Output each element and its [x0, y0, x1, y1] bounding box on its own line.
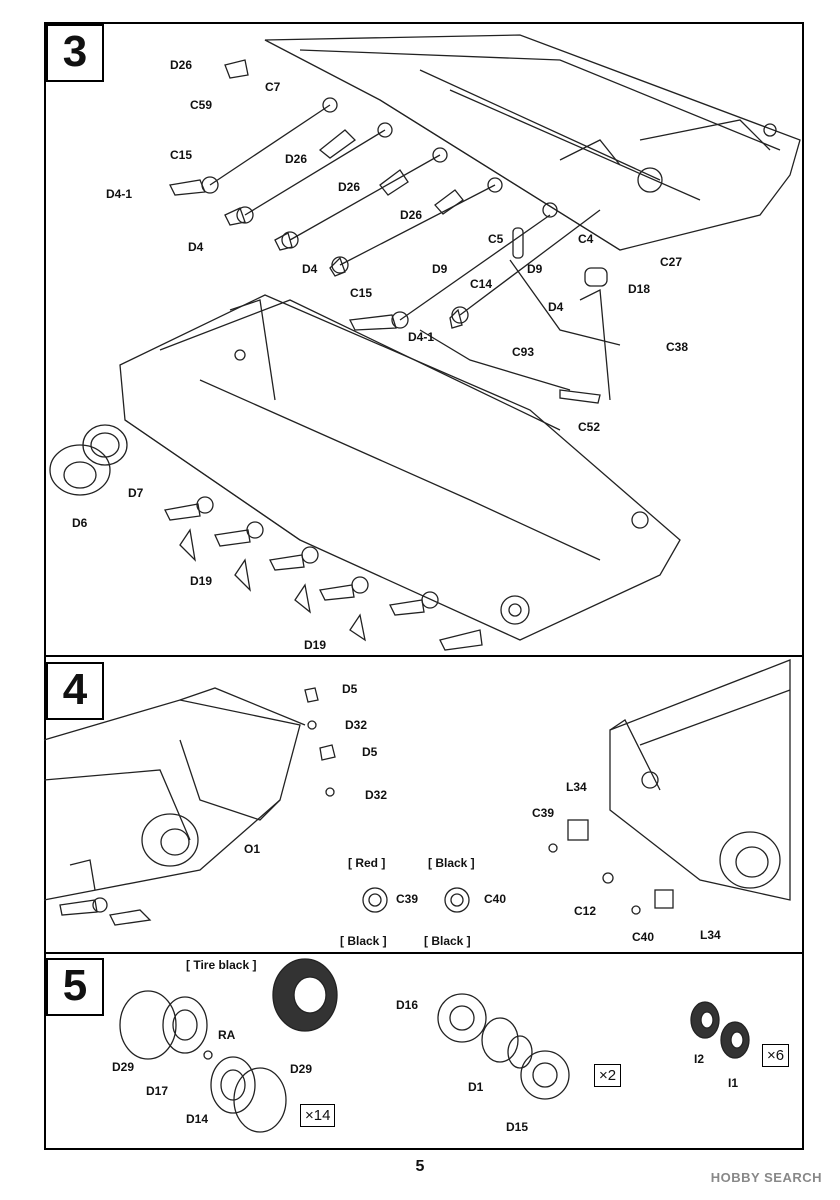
- label-l34: L34: [566, 780, 587, 794]
- label-d4: D4: [188, 240, 204, 254]
- label-d15: D15: [506, 1120, 529, 1134]
- lamp-parts-drawing: [362, 887, 470, 913]
- label-c15: C15: [350, 286, 373, 300]
- label-d6: D6: [72, 516, 88, 530]
- step-3-number: 3: [46, 24, 104, 82]
- page-frame: [44, 22, 804, 1150]
- color-callout-red: [ Red ]: [348, 856, 386, 870]
- label-d19: D19: [190, 574, 213, 588]
- color-callout-black: [ Black ]: [424, 934, 471, 948]
- label-c93: C93: [512, 345, 535, 359]
- label-d1: D1: [468, 1080, 484, 1094]
- label-d9: D9: [527, 262, 543, 276]
- label-c39: C39: [396, 892, 419, 906]
- label-d17: D17: [146, 1084, 169, 1098]
- step-5-number: 5: [46, 958, 104, 1016]
- watermark-logo: HOBBY SEARCH: [710, 1170, 822, 1185]
- label-d7: D7: [128, 486, 144, 500]
- label-d32: D32: [345, 718, 368, 732]
- label-c27: C27: [660, 255, 683, 269]
- road-wheel-drawing: [119, 958, 338, 1133]
- label-d5: D5: [362, 745, 378, 759]
- label-i1: I1: [728, 1076, 739, 1090]
- label-d4-1: D4-1: [408, 330, 435, 344]
- label-c40: C40: [484, 892, 507, 906]
- torsion-bars-lower: [164, 496, 483, 651]
- label-d18: D18: [628, 282, 651, 296]
- label-c52: C52: [578, 420, 601, 434]
- label-o1: O1: [244, 842, 261, 856]
- label-c4: C4: [578, 232, 594, 246]
- label-d29: D29: [290, 1062, 313, 1076]
- label-c14: C14: [470, 277, 493, 291]
- label-d16: D16: [396, 998, 419, 1012]
- label-d19: D19: [304, 638, 327, 652]
- label-d14: D14: [186, 1112, 209, 1126]
- label-d9: D9: [432, 262, 448, 276]
- quantity-6: ×6: [762, 1044, 790, 1067]
- label-c15: C15: [170, 148, 193, 162]
- color-callout-tire-black: [ Tire black ]: [186, 958, 257, 972]
- label-i2: I2: [694, 1052, 705, 1066]
- label-c7: C7: [265, 80, 281, 94]
- label-c5: C5: [488, 232, 504, 246]
- label-d32: D32: [365, 788, 388, 802]
- label-c39: C39: [532, 806, 555, 820]
- label-c12: C12: [574, 904, 597, 918]
- label-d26: D26: [170, 58, 193, 72]
- label-c59: C59: [190, 98, 213, 112]
- label-c40: C40: [632, 930, 655, 944]
- label-d26: D26: [400, 208, 423, 222]
- quantity-2: ×2: [594, 1064, 622, 1087]
- step4-right-hull-drawing: [548, 659, 791, 915]
- step-4-number: 4: [46, 662, 104, 720]
- divider-step3-step4: [44, 655, 804, 657]
- lower-hull-drawing: [119, 294, 681, 641]
- label-d26: D26: [285, 152, 308, 166]
- label-d4: D4: [548, 300, 564, 314]
- label-d4-1: D4-1: [106, 187, 133, 201]
- label-d26: D26: [338, 180, 361, 194]
- sprocket-drawing: [437, 993, 570, 1100]
- final-drive-drawing: [49, 424, 128, 496]
- quantity-14: ×14: [300, 1104, 336, 1127]
- page-number: 5: [415, 1158, 425, 1175]
- label-d29: D29: [112, 1060, 135, 1074]
- label-d4: D4: [302, 262, 318, 276]
- color-callout-black: [ Black ]: [428, 856, 475, 870]
- idler-wheel-drawing: [690, 1001, 750, 1059]
- label-d5: D5: [342, 682, 358, 696]
- torsion-bars-upper: [169, 59, 621, 404]
- color-callout-black: [ Black ]: [340, 934, 387, 948]
- label-l34: L34: [700, 928, 721, 942]
- upper-hull-drawing: [264, 34, 801, 251]
- divider-step4-step5: [44, 952, 804, 954]
- label-c38: C38: [666, 340, 689, 354]
- label-ra: RA: [218, 1028, 236, 1042]
- step4-hull-drawing: [43, 687, 336, 926]
